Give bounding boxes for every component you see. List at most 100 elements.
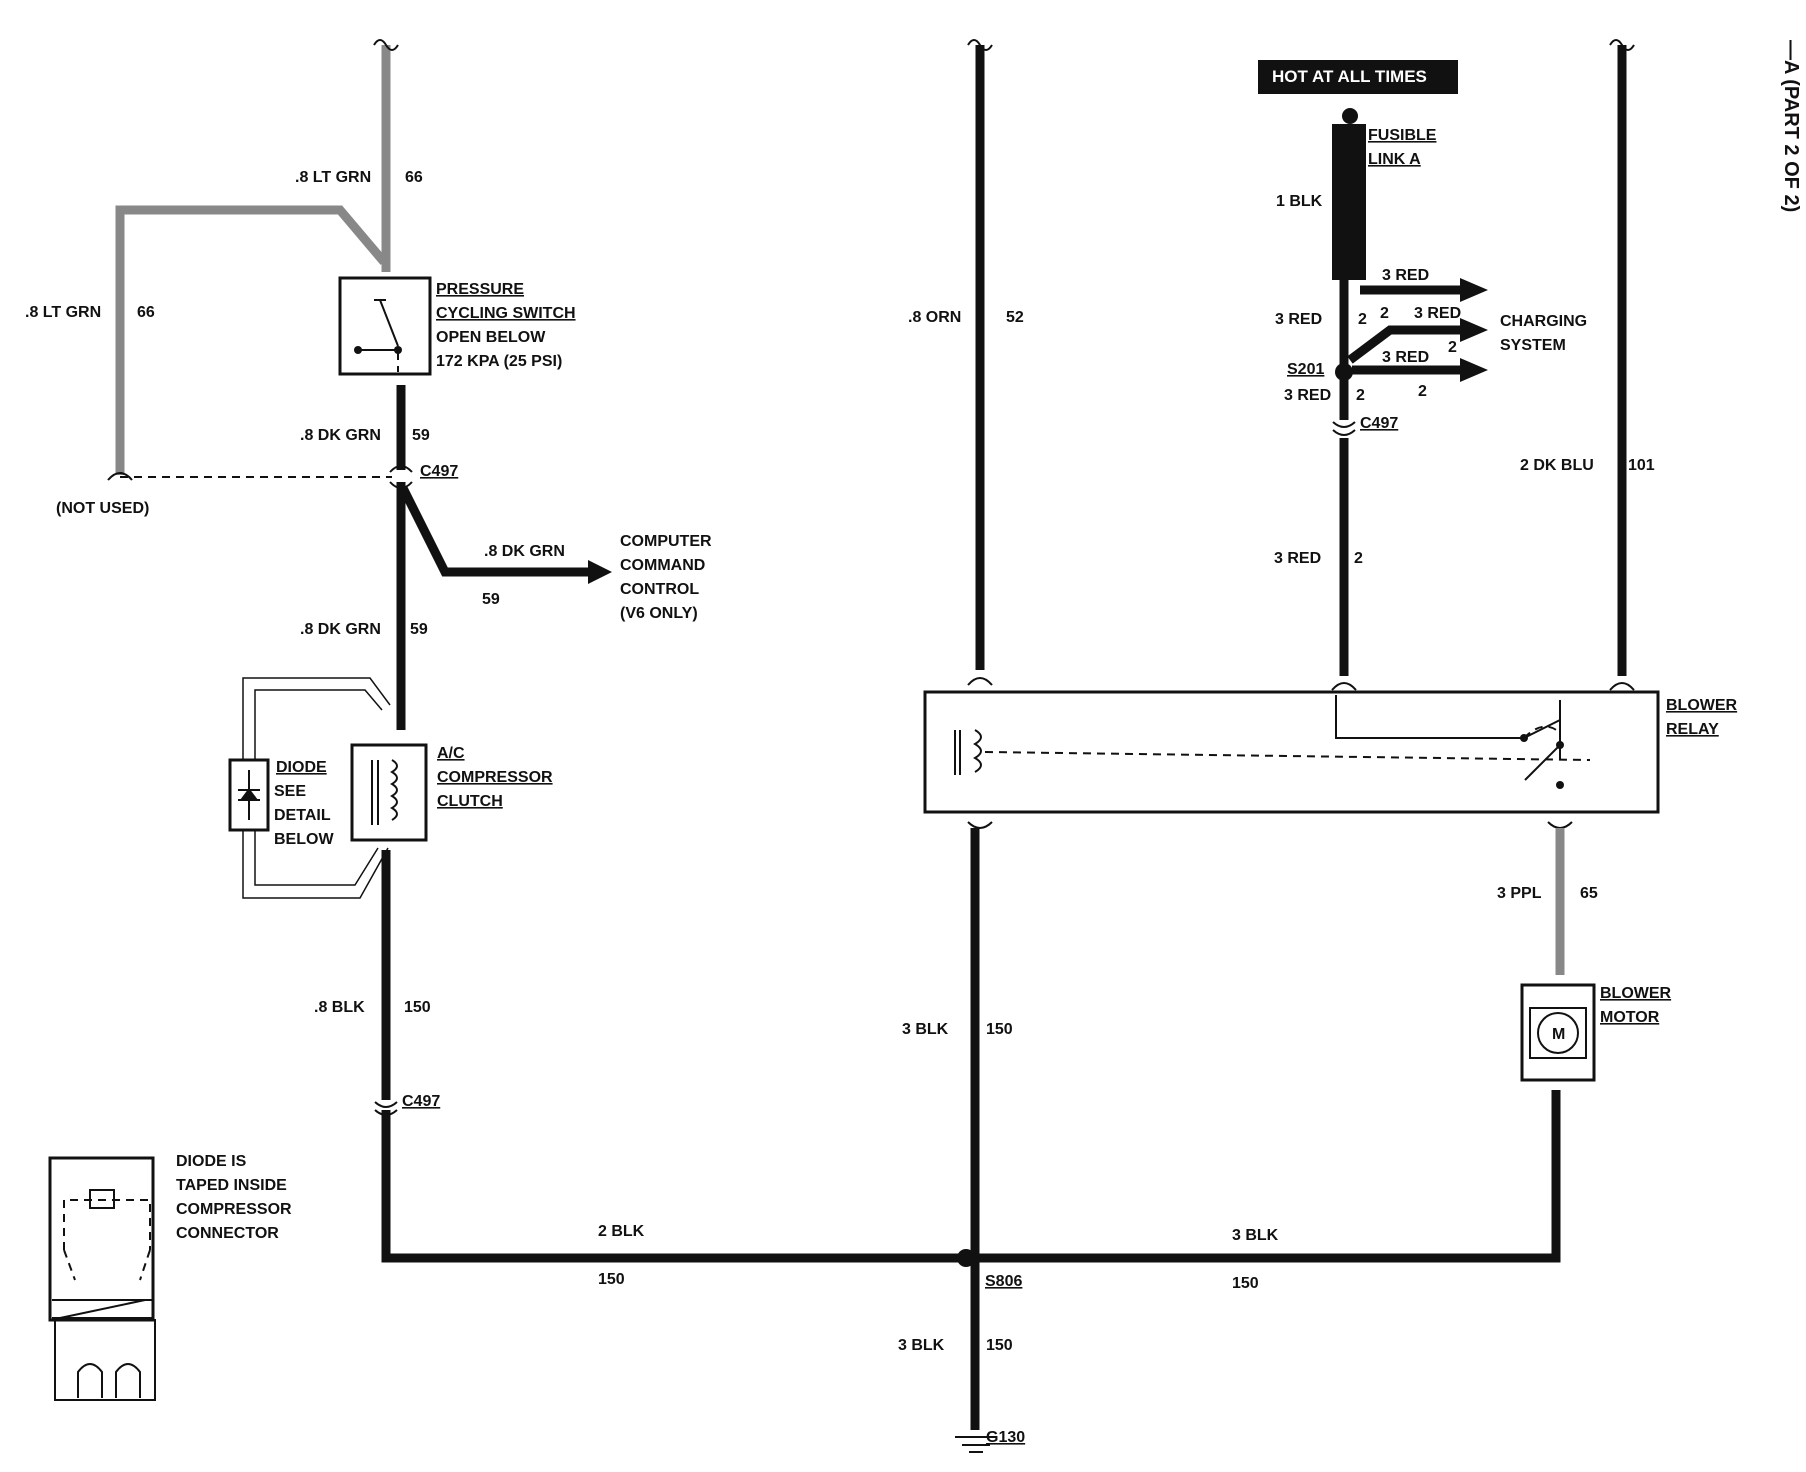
label-red-1-num: 2 <box>1358 311 1367 328</box>
label-c497-a: C497 <box>420 463 458 480</box>
relay-switch <box>1524 742 1561 781</box>
connector-detail-lower <box>54 1319 156 1401</box>
label-orn: .8 ORN <box>908 309 961 326</box>
diode-loop-bottom <box>242 830 389 899</box>
label-blk-ground: 3 BLK <box>898 1337 945 1354</box>
clutch-2: COMPRESSOR <box>437 769 553 786</box>
label-lt-grn-left: .8 LT GRN <box>25 304 101 321</box>
switch-pivot <box>354 346 362 354</box>
blower-motor-1: BLOWER <box>1600 985 1672 1002</box>
label-red-s201-num: 2 <box>1356 387 1365 404</box>
center-terminal <box>967 821 993 829</box>
label-red-lower-num: 2 <box>1354 550 1363 567</box>
label-blk-ground-num: 150 <box>986 1337 1013 1354</box>
label-lt-grn-top: .8 LT GRN <box>295 169 371 186</box>
label-blk-bottom-right-num: 150 <box>1232 1275 1259 1292</box>
label-c497-c: C497 <box>402 1093 440 1110</box>
computer-1: COMPUTER <box>620 533 712 550</box>
hot-banner-text: HOT AT ALL TIMES <box>1272 67 1427 86</box>
label-s806: S806 <box>985 1273 1022 1290</box>
label-red-out-3: 3 RED <box>1382 349 1429 366</box>
side-label: —A (PART 2 OF 2) <box>1780 40 1802 212</box>
label-red-out-2: 3 RED <box>1414 305 1461 322</box>
wire-dk-grn-branch <box>398 485 590 577</box>
label-blk-bottom-right: 3 BLK <box>1232 1227 1279 1244</box>
label-not-used: (NOT USED) <box>56 500 149 517</box>
label-red-s201: 3 RED <box>1284 387 1331 404</box>
wire-break-top-left <box>373 39 399 51</box>
pressure-switch-2: CYCLING SWITCH <box>436 305 576 322</box>
switch-contact <box>358 299 399 351</box>
wire-blk-bottom-right <box>966 1090 1561 1263</box>
relay-coil-dash <box>984 751 1591 761</box>
relay-out-terminal <box>1547 821 1573 829</box>
label-red-out-num-c: 2 <box>1418 383 1427 400</box>
label-dk-blu-num: 101 <box>1628 457 1655 474</box>
wire-lt-grn-left <box>115 205 388 475</box>
dk-blu-terminal <box>1609 682 1635 691</box>
diode-note-3: COMPRESSOR <box>176 1201 292 1218</box>
wire-red-out-2 <box>1347 325 1462 364</box>
wire-break-right <box>1609 39 1635 51</box>
connector-detail-pins <box>77 1363 141 1398</box>
diode-note-4: CONNECTOR <box>176 1225 279 1242</box>
label-dk-blu: 2 DK BLU <box>1520 457 1594 474</box>
connector-detail-stripe <box>52 1299 152 1319</box>
label-lt-grn-top-num: 66 <box>405 169 423 186</box>
label-blk-left: .8 BLK <box>314 999 365 1016</box>
computer-3: CONTROL <box>620 581 699 598</box>
label-blk-fusible: 1 BLK <box>1276 193 1323 210</box>
not-used-terminal <box>107 472 133 481</box>
fusible-label-1: FUSIBLE <box>1368 127 1437 144</box>
diode-3: DETAIL <box>274 807 331 824</box>
label-lt-grn-left-num: 66 <box>137 304 155 321</box>
arrow-red-2 <box>1460 318 1488 342</box>
fusible-label-2: LINK A <box>1368 151 1421 168</box>
label-dk-grn-branch-num: 59 <box>482 591 500 608</box>
label-red-out-num-a: 2 <box>1380 305 1389 322</box>
diode-loop <box>242 677 391 762</box>
charging-2: SYSTEM <box>1500 337 1566 354</box>
label-c497-b: C497 <box>1360 415 1398 432</box>
label-orn-num: 52 <box>1006 309 1024 326</box>
label-blk-center: 3 BLK <box>902 1021 949 1038</box>
s201-splice <box>1335 363 1353 381</box>
blower-relay-2: RELAY <box>1666 721 1719 738</box>
arrow-red-1 <box>1460 278 1488 302</box>
connector-detail-dash <box>63 1199 151 1281</box>
label-ppl-num: 65 <box>1580 885 1598 902</box>
relay-coil <box>954 729 982 775</box>
relay-contact-line <box>1335 695 1561 745</box>
wire-break-center <box>967 39 993 51</box>
relay-pivot-3 <box>1556 781 1564 789</box>
clutch-1: A/C <box>437 745 465 762</box>
label-s201: S201 <box>1287 361 1324 378</box>
diode-triangle <box>240 788 258 800</box>
switch-pivot-2 <box>394 346 402 354</box>
relay-pivot-2 <box>1556 741 1564 749</box>
diode-note-2: TAPED INSIDE <box>176 1177 287 1194</box>
label-blk-left-num: 150 <box>404 999 431 1016</box>
orn-terminal <box>967 677 993 686</box>
label-g130: G130 <box>986 1429 1025 1446</box>
charging-1: CHARGING <box>1500 313 1587 330</box>
label-red-out-num-b: 2 <box>1448 339 1457 356</box>
label-dk-grn-2-num: 59 <box>410 621 428 638</box>
label-blk-center-num: 150 <box>986 1021 1013 1038</box>
blower-motor-inner <box>1529 1007 1587 1059</box>
pressure-cycling-switch <box>338 276 432 376</box>
label-dk-grn-1: .8 DK GRN <box>300 427 381 444</box>
arrow-red-3 <box>1460 358 1488 382</box>
label-blk-bottom-left-num: 150 <box>598 1271 625 1288</box>
pressure-switch-3: OPEN BELOW <box>436 329 546 346</box>
diode-note-1: DIODE IS <box>176 1153 247 1170</box>
motor-symbol: M <box>1552 1026 1565 1043</box>
fusible-link <box>1332 124 1366 280</box>
blower-relay-1: BLOWER <box>1666 697 1738 714</box>
computer-4: (V6 ONLY) <box>620 605 698 622</box>
clutch-3: CLUTCH <box>437 793 503 810</box>
pressure-switch-4: 172 KPA (25 PSI) <box>436 353 562 370</box>
label-blk-bottom-left: 2 BLK <box>598 1223 645 1240</box>
label-dk-grn-branch: .8 DK GRN <box>484 543 565 560</box>
